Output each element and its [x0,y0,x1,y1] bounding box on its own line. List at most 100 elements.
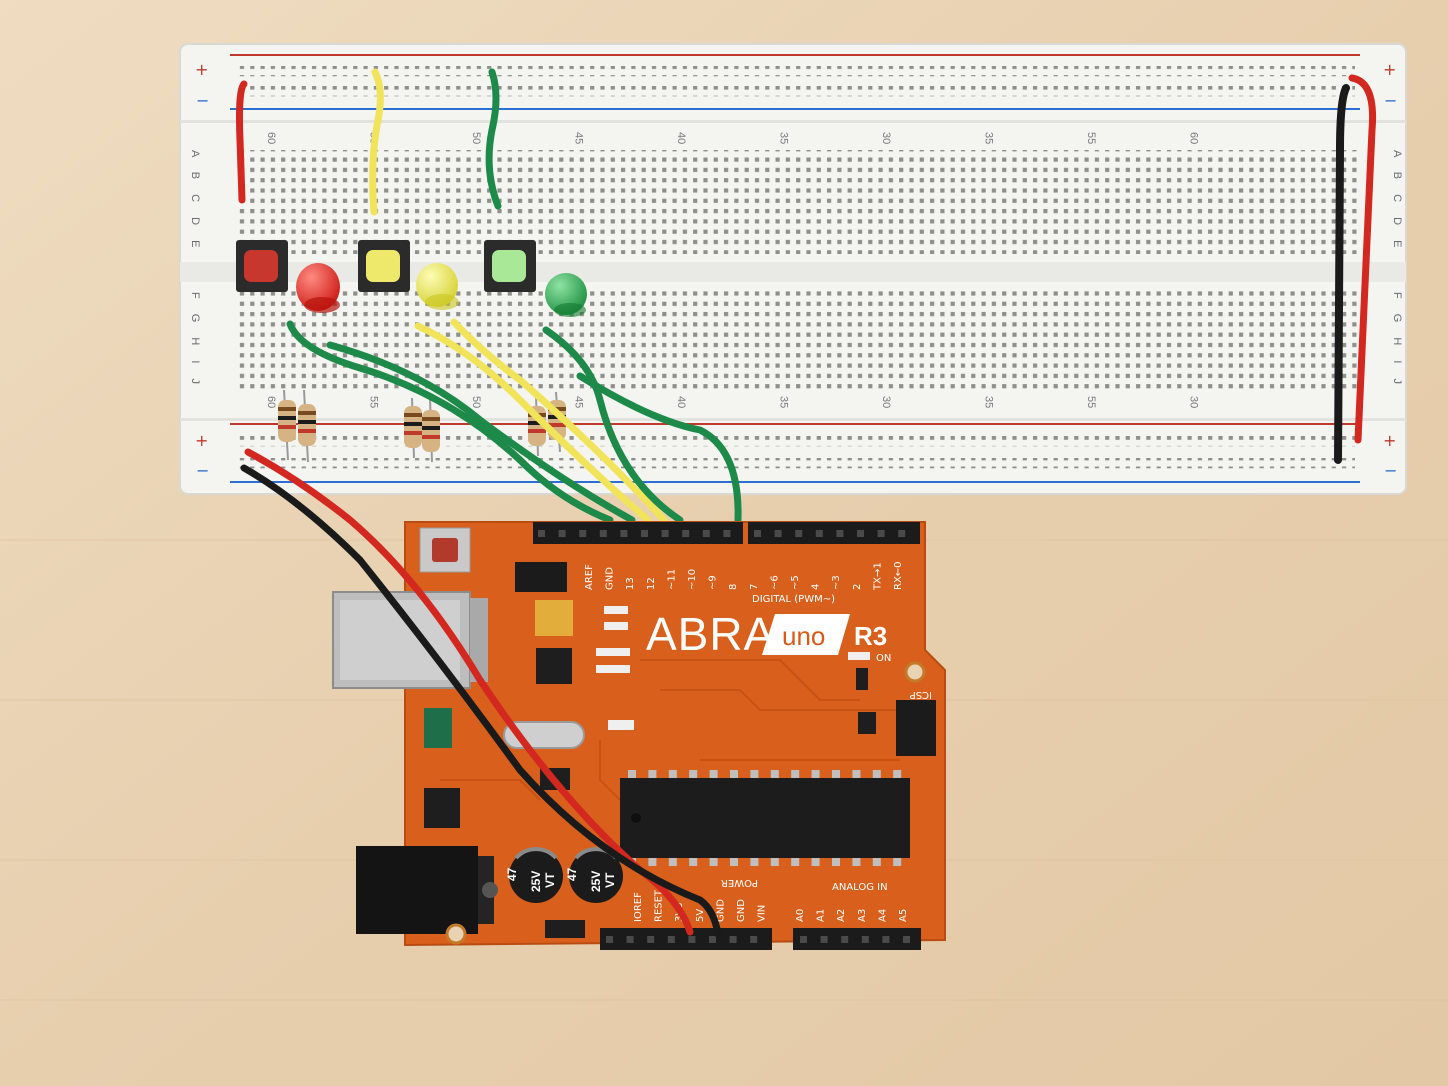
header-socket[interactable] [857,530,864,537]
chip-pin [852,770,861,778]
row-labels-bottom-right: F G H I J [1391,292,1403,390]
header-socket[interactable] [841,936,849,943]
column-number: 35 [983,396,995,408]
header-socket[interactable] [682,530,690,537]
pin-label: ~6 [769,575,780,590]
header-socket[interactable] [667,936,675,943]
power-section-label: POWER [721,877,758,888]
pin-label: 5V [695,909,706,922]
icsp-header: ICSP [896,689,936,756]
led-yellow [416,263,459,310]
header-socket[interactable] [820,936,828,943]
digital-header[interactable] [533,522,920,544]
wire-green-3 [542,326,684,524]
signal-wires [286,318,742,524]
pin-label: 8 [728,584,739,590]
header-socket[interactable] [723,530,731,537]
header-socket[interactable] [729,936,737,943]
header-socket[interactable] [641,530,648,537]
header-socket[interactable] [903,936,910,943]
brand-rev: R3 [854,621,887,651]
digital-section-label: DIGITAL (PWM~) [752,594,835,605]
header-socket[interactable] [626,936,634,943]
header-socket[interactable] [754,530,761,537]
header-socket[interactable] [877,530,885,537]
top-rail-minus-left: − [196,91,209,110]
smd-parts [596,606,876,734]
chip-pin [893,770,902,778]
header-socket[interactable] [836,530,844,537]
header-socket[interactable] [800,936,807,943]
pin-label: A1 [816,909,827,922]
resistor-3 [404,397,422,459]
pin-label: ~5 [790,575,801,590]
pin-label: A0 [795,909,806,922]
header-socket[interactable] [661,530,669,537]
header-socket[interactable] [815,530,823,537]
push-button-yellow[interactable] [358,240,410,292]
header-socket[interactable] [861,936,869,943]
row-labels-top-right: A B C D E [1391,150,1403,254]
header-socket[interactable] [882,936,890,943]
top-rail-plus-right: + [1383,60,1396,79]
resistor-4 [422,397,440,463]
row-labels-bottom-left: F G H I J [189,292,201,390]
top-power-rail: + − + − [195,54,1397,110]
push-button-green[interactable] [484,240,536,292]
header-socket[interactable] [620,530,628,537]
column-number: 45 [573,132,585,144]
pin-label: 4 [811,584,822,590]
brand-name: ABRA [646,608,775,660]
chip-pin [872,858,881,866]
wire-yellow-2 [450,318,668,524]
analog-header[interactable] [793,928,921,950]
header-socket[interactable] [795,530,803,537]
capacitor-1-voltage: 25V [529,871,543,892]
column-number: 35 [983,132,995,144]
reset-button[interactable] [419,527,471,573]
power-header[interactable] [600,928,772,950]
header-socket[interactable] [606,936,613,943]
header-socket[interactable] [599,530,607,537]
chip-pin [709,770,718,778]
wire-yellow-top [369,68,384,216]
mounting-hole-top [904,661,926,683]
capacitor-labels: 25V VT 25V VT [529,871,617,892]
wire-yellow-1 [414,322,652,524]
header-socket[interactable] [702,530,710,537]
brand-uno: uno [782,621,825,651]
wire-green-2 [326,341,636,524]
chip-pin [832,858,840,866]
header-socket[interactable] [558,530,566,537]
diode [545,920,585,938]
chip-pin [750,770,759,778]
push-button-red[interactable] [236,240,288,292]
bottom-rail-plus-left: + [195,431,208,450]
chip-pin [811,770,820,778]
usb-chip [536,648,572,684]
header-socket[interactable] [647,936,655,943]
led-green [545,273,587,317]
header-socket[interactable] [750,936,758,943]
pin-label: ~10 [687,569,698,590]
header-socket[interactable] [709,936,716,943]
column-number: 45 [573,396,585,408]
header-socket[interactable] [688,936,696,943]
header-socket[interactable] [538,530,545,537]
header-socket[interactable] [898,530,906,537]
column-number: 30 [880,132,892,144]
chip-pin [668,770,677,778]
jumper-wires [236,68,1377,464]
chip-pin [730,858,738,866]
wire-black-right [1334,84,1350,464]
pin-label: ~11 [666,569,677,590]
header-socket[interactable] [774,530,782,537]
header-socket[interactable] [579,530,587,537]
capacitor-2-value: 47 [565,867,579,881]
capacitor-2: 47 [565,847,623,903]
bottom-rail-minus-left: − [196,461,209,480]
pin-label: ~3 [831,575,842,590]
wire-green-1 [286,320,614,524]
